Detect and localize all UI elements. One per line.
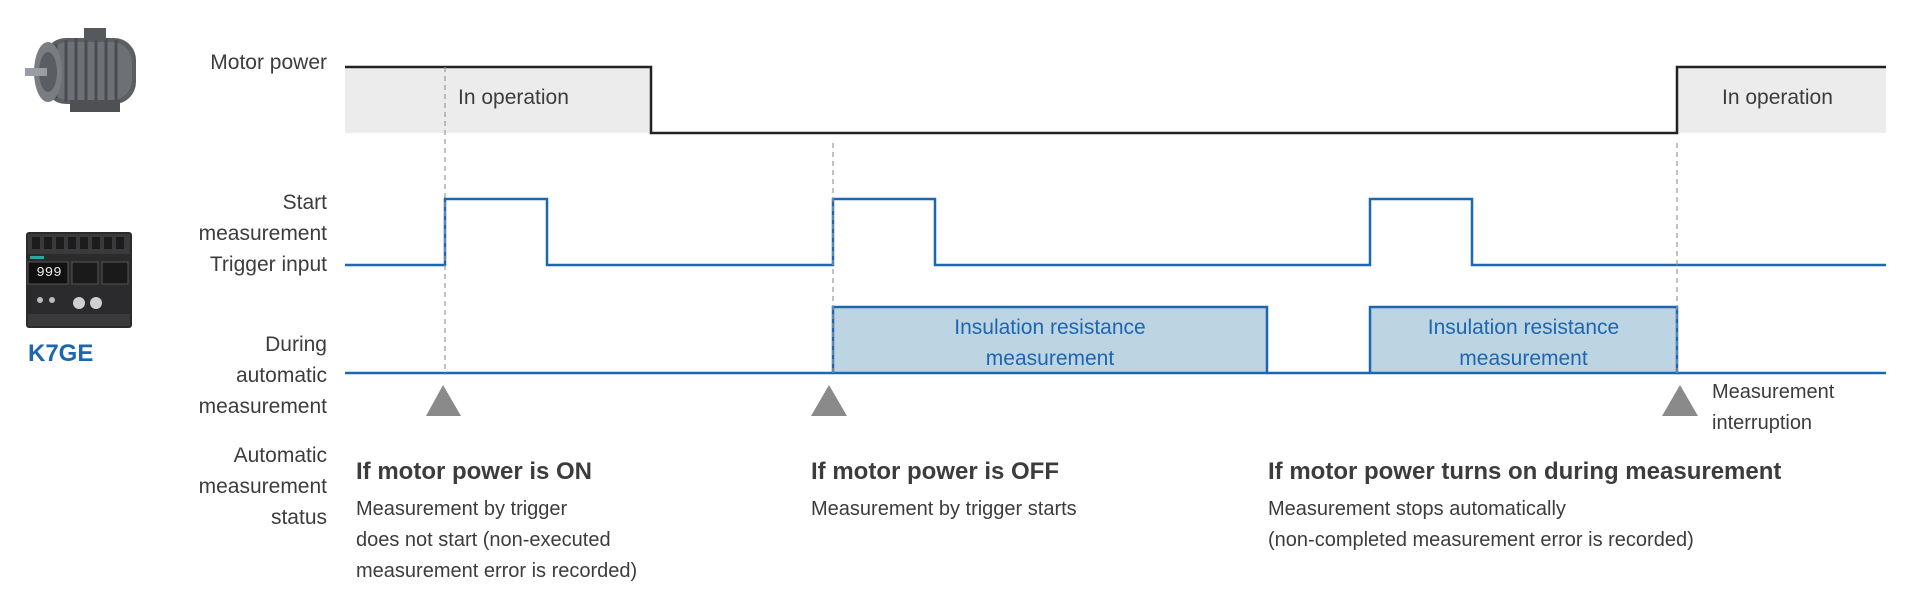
triangle-marker-icon bbox=[811, 385, 847, 416]
measurement-box-label-1: Insulation resistance measurement bbox=[954, 316, 1146, 370]
trigger-input-signal bbox=[345, 197, 1886, 267]
electric-motor-icon bbox=[25, 28, 136, 112]
triangle-marker-icon bbox=[426, 385, 461, 416]
measurement-box-1 bbox=[831, 305, 1269, 375]
case-desc-turns-on: Measurement stops automatically (non-com… bbox=[1268, 498, 1694, 551]
measurement-box-2 bbox=[1368, 305, 1679, 375]
case-desc-off: Measurement by trigger starts bbox=[811, 498, 1077, 520]
operation-area-2 bbox=[1677, 67, 1886, 133]
operation-area-1 bbox=[345, 67, 651, 133]
interruption-note: Measurement interruption bbox=[1712, 381, 1835, 434]
motor-power-signal bbox=[345, 65, 1886, 135]
case-title-turns-on: If motor power turns on during measureme… bbox=[1268, 458, 1782, 485]
operation-label-2: In operation bbox=[1722, 86, 1833, 109]
device-brand: K7GE bbox=[28, 340, 94, 367]
measurement-box-label-2: Insulation resistance measurement bbox=[1427, 316, 1620, 370]
device-display-readout: 999 bbox=[36, 265, 62, 281]
case-title-on: If motor power is ON bbox=[356, 458, 593, 485]
operation-label-1: In operation bbox=[458, 86, 569, 109]
motor-power-label: Motor power bbox=[210, 51, 327, 74]
status-label: Automatic measurement status bbox=[198, 444, 327, 529]
triangle-marker-icon bbox=[1662, 385, 1698, 416]
during-measurement-label: During automatic measurement bbox=[198, 333, 327, 418]
case-title-off: If motor power is OFF bbox=[811, 458, 1060, 485]
case-desc-on: Measurement by trigger does not start (n… bbox=[356, 498, 638, 582]
k7ge-device-icon bbox=[26, 232, 132, 328]
trigger-input-label: Start measurement Trigger input bbox=[198, 191, 327, 276]
